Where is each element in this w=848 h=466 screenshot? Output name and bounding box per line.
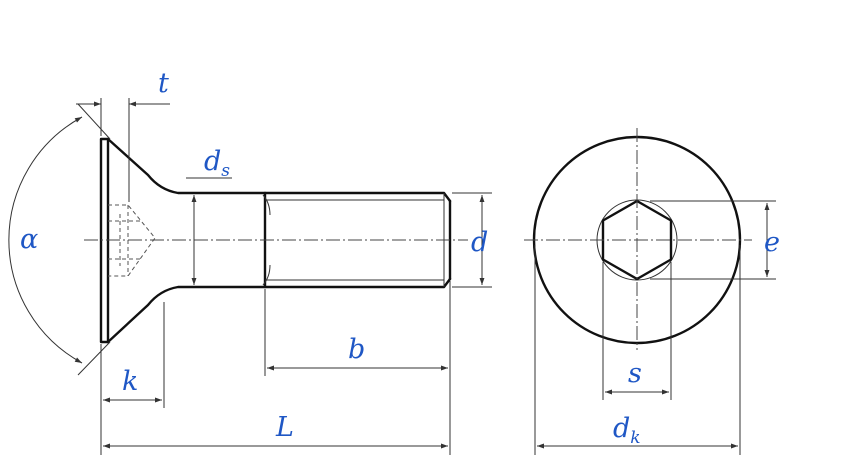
label-L: L [275, 412, 294, 443]
label-k: k [122, 366, 138, 397]
head-cone-upper [106, 137, 452, 203]
label-e: e [764, 227, 780, 258]
hidden-socket [108, 204, 156, 277]
label-b: b [348, 334, 365, 365]
label-ds: ds [204, 146, 230, 181]
label-s: s [628, 358, 642, 389]
end-view [524, 128, 752, 350]
label-dk: dk [613, 413, 641, 448]
label-alpha: α [20, 224, 38, 255]
dimensions [8, 98, 776, 455]
side-view [84, 137, 468, 344]
head-cone-lower [106, 277, 452, 344]
label-d: d [471, 227, 488, 258]
labels: t ds α d e k b L s dk [20, 68, 780, 448]
dim-alpha-arc [8, 116, 83, 364]
thread-runout [262, 194, 271, 286]
label-t: t [158, 68, 169, 99]
